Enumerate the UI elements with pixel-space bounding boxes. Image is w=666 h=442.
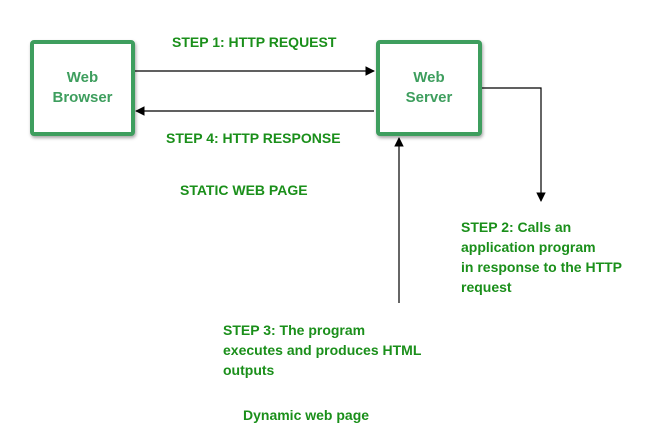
step2-label: STEP 2: Calls an application program in …	[461, 217, 622, 297]
step2-line: STEP 2: Calls an	[461, 219, 572, 235]
web-browser-label-line1: Web	[66, 69, 99, 86]
static-web-page-label: STATIC WEB PAGE	[180, 182, 308, 198]
dynamic-web-page-label: Dynamic web page	[243, 407, 370, 423]
step3-line: outputs	[223, 362, 275, 378]
web-browser-label-line2: Browser	[52, 89, 113, 106]
call-program-arrow	[482, 87, 546, 202]
web-server-label-line2: Server	[405, 89, 453, 106]
step2-line: request	[461, 279, 512, 295]
web-server-node: Web Server	[376, 40, 482, 136]
step3-line: STEP 3: The program	[223, 322, 366, 338]
step2-line: in response to the HTTP	[461, 259, 623, 275]
step4-label: STEP 4: HTTP RESPONSE	[166, 130, 341, 146]
step3-label: STEP 3: The program executes and produce…	[223, 320, 421, 380]
step2-line: application program	[461, 239, 596, 255]
web-server-label-line1: Web	[413, 69, 445, 86]
step3-line: executes and produces HTML	[223, 342, 422, 358]
web-browser-node: Web Browser	[30, 40, 135, 136]
step1-label: STEP 1: HTTP REQUEST	[172, 34, 337, 50]
